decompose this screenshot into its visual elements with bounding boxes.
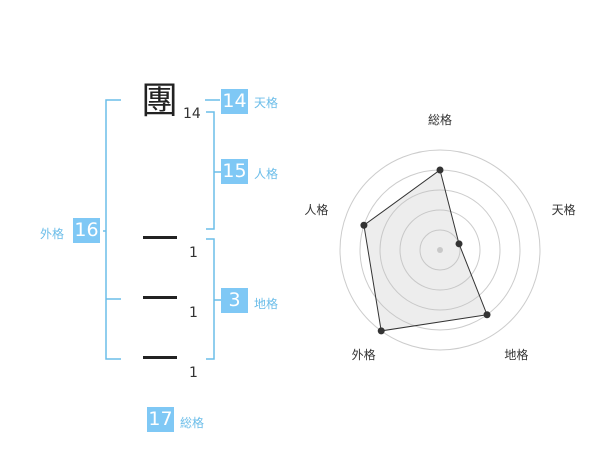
radar-point-2 xyxy=(455,240,463,248)
name-char-2 xyxy=(143,236,177,239)
radar-axis-label: 外格 xyxy=(352,347,376,362)
radar-ring xyxy=(419,229,461,271)
stroke-count-1: 14 xyxy=(183,106,201,122)
radar-point-1 xyxy=(436,166,444,174)
radar-point-4 xyxy=(377,327,385,335)
chikaku-value: 3 xyxy=(221,288,248,313)
name-char-3 xyxy=(143,296,177,299)
soukaku-label: 総格 xyxy=(180,416,205,430)
radar-axis-label: 総格 xyxy=(428,112,452,127)
name-char-4 xyxy=(143,356,177,359)
radar-ring xyxy=(339,149,541,351)
chikaku-bracket xyxy=(206,238,215,360)
gaikaku-bracket xyxy=(105,99,121,360)
radar-ring xyxy=(399,209,481,291)
name-char-1: 團 xyxy=(141,79,178,122)
radar-axis-label: 天格 xyxy=(552,202,576,217)
radar-area xyxy=(363,169,488,332)
chikaku-label: 地格 xyxy=(254,297,279,311)
radar-point-5 xyxy=(360,221,368,229)
jinkaku-label: 人格 xyxy=(254,167,279,181)
jinkaku-value: 15 xyxy=(221,159,248,184)
tenkaku-value: 14 xyxy=(221,89,248,114)
gaikaku-label: 外格 xyxy=(40,227,65,241)
jinkaku-bracket xyxy=(206,111,215,230)
radar-point-3 xyxy=(483,311,491,319)
gaikaku-value: 16 xyxy=(73,218,100,243)
radar-center xyxy=(437,247,443,253)
radar-ring xyxy=(379,189,501,311)
stroke-count-4: 1 xyxy=(189,365,198,381)
soukaku-value: 17 xyxy=(147,407,174,432)
stroke-count-3: 1 xyxy=(189,305,198,321)
radar-axis-label: 地格 xyxy=(504,347,528,362)
stroke-count-2: 1 xyxy=(189,245,198,261)
tenkaku-label: 天格 xyxy=(254,96,279,110)
radar-axis-label: 人格 xyxy=(304,202,328,217)
